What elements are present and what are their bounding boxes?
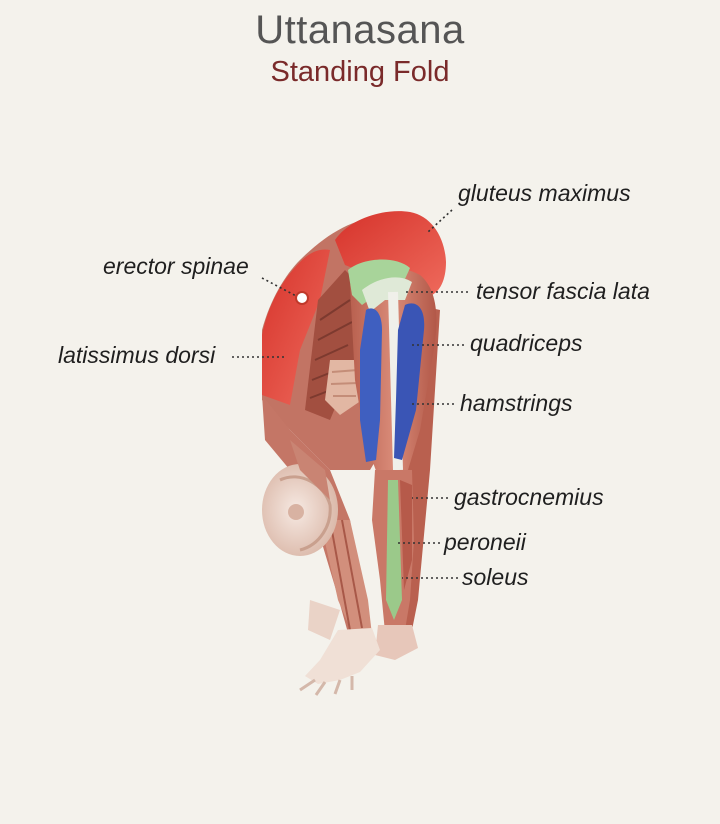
soleus-muscle — [386, 480, 402, 620]
serratus-muscle — [325, 360, 362, 415]
label-gluteus-maximus: gluteus maximus — [458, 180, 631, 206]
label-soleus: soleus — [462, 564, 529, 590]
label-quadriceps: quadriceps — [470, 330, 583, 356]
pose-subtitle: Standing Fold — [270, 56, 450, 88]
label-gastrocnemius: gastrocnemius — [454, 484, 604, 510]
hand — [305, 628, 380, 684]
latissimus-dorsi-muscle — [262, 249, 330, 405]
pose-title: Uttanasana — [255, 8, 465, 52]
hamstrings-muscle — [360, 308, 382, 462]
neck — [290, 440, 330, 500]
gastrocnemius-muscle — [400, 480, 412, 590]
hand-far — [308, 600, 340, 640]
leader-lines — [232, 209, 468, 579]
label-erector-spinae: erector spinae — [103, 253, 249, 279]
quadriceps-muscle — [394, 303, 425, 460]
label-latissimus-dorsi: latissimus dorsi — [58, 342, 216, 368]
label-tensor-fascia-lata: tensor fascia lata — [476, 278, 650, 304]
label-peroneii: peroneii — [444, 529, 526, 555]
erector-spinae-muscle — [305, 270, 365, 420]
erector-spinae-marker — [295, 291, 309, 305]
foot — [375, 625, 418, 660]
label-hamstrings: hamstrings — [460, 390, 573, 416]
